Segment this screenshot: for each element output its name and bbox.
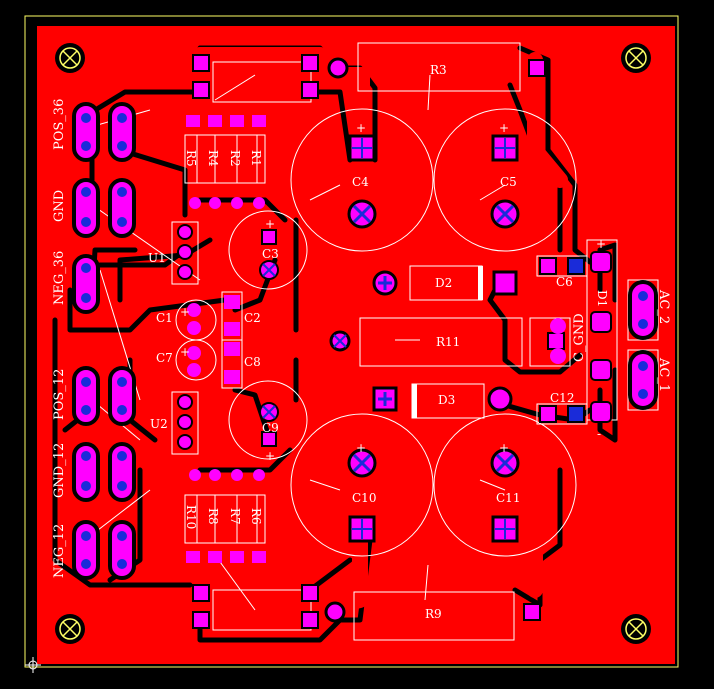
label-pos12: POS_12 xyxy=(52,369,67,420)
label-c11: C11 xyxy=(496,491,520,505)
svg-text:+: + xyxy=(596,237,606,251)
svg-text:+: + xyxy=(499,121,509,135)
svg-text:+: + xyxy=(265,217,275,231)
connector-labels: POS_36 GND NEG_36 POS_12 GND_12 NEG_12 C… xyxy=(52,99,671,578)
label-r4: R4 xyxy=(206,150,220,167)
label-c6: C6 xyxy=(556,275,573,289)
label-r8: R8 xyxy=(206,508,220,525)
label-r10: R10 xyxy=(184,505,198,529)
mounting-hole-bottom-right xyxy=(621,614,651,644)
label-u1: U1 xyxy=(148,251,166,265)
svg-text:+: + xyxy=(356,441,366,455)
neg12-pads xyxy=(72,520,136,580)
label-c9: C9 xyxy=(262,421,279,435)
label-c8: C8 xyxy=(244,355,261,369)
label-d2: D2 xyxy=(435,276,452,290)
label-r3: R3 xyxy=(430,63,447,77)
mounting-holes xyxy=(55,43,651,644)
mounting-hole-top-left xyxy=(55,43,85,73)
neg36-pads xyxy=(72,254,100,314)
pos36-pads xyxy=(72,102,136,162)
label-u2: U2 xyxy=(150,417,168,431)
label-r7: R7 xyxy=(228,508,242,525)
svg-text:-: - xyxy=(597,427,601,441)
label-pos36: POS_36 xyxy=(52,99,67,150)
svg-text:+: + xyxy=(265,449,275,463)
mounting-hole-bottom-left xyxy=(55,614,85,644)
label-ac2: AC_2 xyxy=(656,289,671,324)
svg-text:+: + xyxy=(180,305,190,319)
mounting-hole-top-right xyxy=(621,43,651,73)
svg-text:+: + xyxy=(356,121,366,135)
label-c2: C2 xyxy=(244,311,261,325)
d2-cathode-band xyxy=(478,266,483,300)
gnd12-pads xyxy=(72,442,136,502)
ac-connector-pads xyxy=(628,280,658,410)
label-r11: R11 xyxy=(436,335,460,349)
label-c10: C10 xyxy=(352,491,376,505)
label-d3: D3 xyxy=(438,393,455,407)
pos12-pads xyxy=(72,366,136,426)
label-gnd12: GND_12 xyxy=(52,443,67,498)
component-labels: R3 R11 R9 R5 R4 R2 R1 R10 R8 R7 R6 C4 C5… xyxy=(148,63,609,621)
svg-text:+: + xyxy=(499,441,509,455)
label-r5: R5 xyxy=(184,150,198,167)
label-gnd: GND xyxy=(52,190,67,222)
polarity-marks: + + + + + + + + + - xyxy=(180,121,606,463)
origin-marker xyxy=(25,657,41,673)
label-c-gnd: C_GND xyxy=(572,313,587,362)
label-c1: C1 xyxy=(156,311,173,325)
label-neg12: NEG_12 xyxy=(52,524,67,578)
label-c12: C12 xyxy=(550,391,574,405)
board-outline xyxy=(24,15,679,668)
component-pads xyxy=(177,54,612,629)
gnd-pads xyxy=(72,178,136,238)
label-r9: R9 xyxy=(425,607,442,621)
label-r1: R1 xyxy=(249,150,263,167)
svg-text:+: + xyxy=(180,345,190,359)
label-d1: D1 xyxy=(595,290,609,307)
label-r6: R6 xyxy=(249,508,263,525)
label-ac1: AC_1 xyxy=(656,357,671,392)
label-c3: C3 xyxy=(262,247,279,261)
d3-cathode-band xyxy=(412,384,417,418)
label-neg36: NEG_36 xyxy=(52,251,67,305)
label-c4: C4 xyxy=(352,175,369,189)
label-c7: C7 xyxy=(156,351,173,365)
label-c5: C5 xyxy=(500,175,517,189)
connector-pads xyxy=(72,102,658,580)
label-r2: R2 xyxy=(228,150,242,167)
